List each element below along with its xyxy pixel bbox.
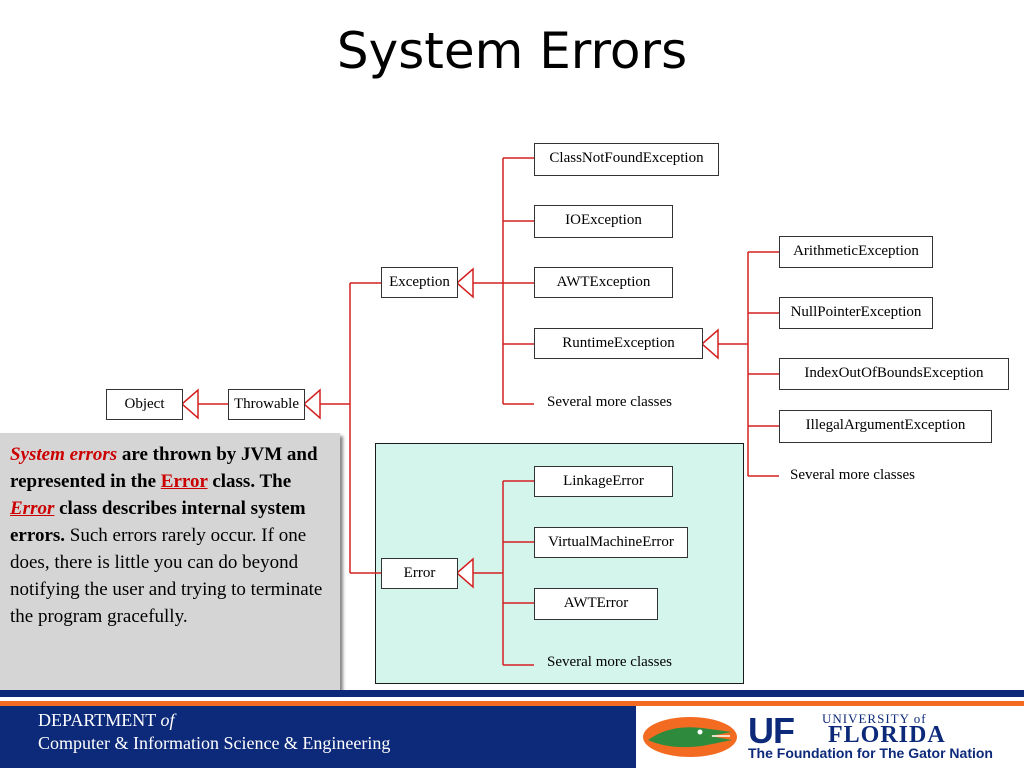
awt-exception-box: AWTException [534,267,673,298]
footer-blue-rule [0,690,1024,697]
error-class-box: Error [381,558,458,589]
several-more-error-classes: Several more classes [547,654,672,670]
gator-nation-tagline: The Foundation for The Gator Nation [748,745,993,761]
explanation-note-text: System errors are thrown by JVM and repr… [10,444,323,627]
linkage-error-box: LinkageError [534,466,673,497]
class-not-found-exception-box: ClassNotFoundException [534,143,719,176]
uf-logo-mark: UF [748,710,795,751]
io-exception-box: IOException [534,205,673,238]
note-system-errors: System errors [10,444,118,465]
slide-title: System Errors [336,22,688,80]
explanation-note-box [0,433,340,691]
department-name: DEPARTMENT of [38,710,175,730]
object-class-box: Object [106,389,183,420]
arithmetic-exception-box: ArithmeticException [779,236,933,268]
null-pointer-exception-box: NullPointerException [779,297,933,329]
awt-error-box: AWTError [534,588,658,620]
department-subtitle: Computer & Information Science & Enginee… [38,733,391,753]
index-out-of-bounds-exception-box: IndexOutOfBoundsException [779,358,1009,390]
illegal-argument-exception-box: IllegalArgumentException [779,410,992,443]
note-error-emphasis: Error [10,498,55,519]
note-error-link: Error [160,471,208,492]
several-more-runtime-classes: Several more classes [790,467,915,483]
exception-class-box: Exception [381,267,458,298]
throwable-class-box: Throwable [228,389,305,420]
university-label: UNIVERSITY of [822,711,927,726]
gator-logo-icon [643,717,737,757]
florida-label: FLORIDA [828,722,946,748]
virtual-machine-error-box: VirtualMachineError [534,527,688,558]
footer-orange-rule [0,701,1024,706]
runtime-exception-box: RuntimeException [534,328,703,359]
footer-department-band [0,706,636,768]
several-more-exception-classes: Several more classes [547,394,672,410]
